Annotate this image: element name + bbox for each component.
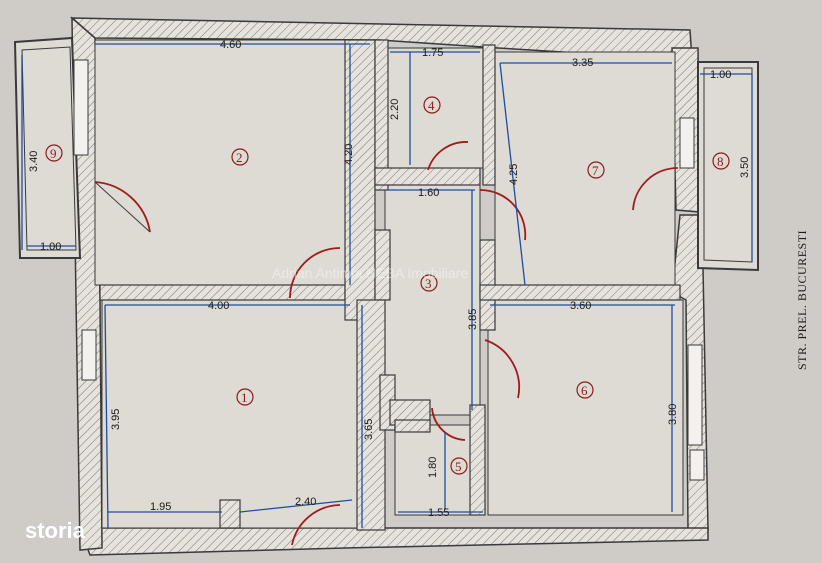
storia-logo: storia xyxy=(25,518,86,543)
dim-room8-width: 1.00 xyxy=(710,69,731,81)
svg-text:2: 2 xyxy=(236,150,243,165)
svg-text:7: 7 xyxy=(592,163,599,178)
svg-text:8: 8 xyxy=(717,154,724,169)
dim-room4-width: 1.75 xyxy=(422,47,443,59)
dim-room8-height: 3.50 xyxy=(739,157,751,178)
svg-text:9: 9 xyxy=(50,146,57,161)
dim-room2-width: 4.60 xyxy=(220,39,241,51)
svg-text:1: 1 xyxy=(241,390,248,405)
dim-room7-width: 3.35 xyxy=(572,57,593,69)
dim-room6-width: 3.60 xyxy=(570,300,591,312)
svg-text:4: 4 xyxy=(428,98,435,113)
dim-room1-bottom-left: 1.95 xyxy=(150,501,171,513)
doors xyxy=(94,141,679,546)
svg-text:3: 3 xyxy=(425,276,432,291)
room-marker-5: 5 xyxy=(450,457,468,475)
room-3-floor xyxy=(384,184,481,416)
room-4-floor xyxy=(387,47,484,169)
dimension-labels: 4.60 4.20 1.75 2.20 3.35 4.25 1.00 3.50 … xyxy=(28,39,751,519)
dim-room1-bottom-right: 2.40 xyxy=(295,496,316,508)
watermark-text: Adrian Antimia HEBA Imobiliare xyxy=(272,265,468,281)
room-marker-1: 1 xyxy=(236,388,254,406)
dim-room3-width: 1.60 xyxy=(418,187,439,199)
room-marker-6: 6 xyxy=(576,381,594,399)
windows xyxy=(73,59,705,481)
dim-room7-height: 4.25 xyxy=(508,164,520,185)
dim-room6-height: 3.80 xyxy=(667,404,679,425)
dim-room3-height: 3.85 xyxy=(467,309,479,330)
room-markers: 1 2 3 4 5 6 7 8 xyxy=(45,96,730,475)
room-floors xyxy=(94,39,684,529)
room-marker-7: 7 xyxy=(587,161,605,179)
dim-room1-inner-height: 3.65 xyxy=(363,419,375,440)
room-marker-3: 3 xyxy=(420,274,438,292)
room-7-floor xyxy=(494,51,676,288)
dim-room9-height: 3.40 xyxy=(28,151,40,172)
room-marker-2: 2 xyxy=(231,148,249,166)
room-marker-8: 8 xyxy=(712,152,730,170)
room-1-floor xyxy=(101,299,358,529)
svg-text:5: 5 xyxy=(455,459,462,474)
balcony-8 xyxy=(697,61,759,272)
dim-room1-height: 3.95 xyxy=(110,409,122,430)
dim-room4-height: 2.20 xyxy=(389,99,401,120)
dim-room1-width: 4.00 xyxy=(208,300,229,312)
street-label: STR. PREL. BUCURESTI xyxy=(795,230,809,370)
dim-room2-height: 4.20 xyxy=(343,144,355,165)
room-6-floor xyxy=(487,299,684,516)
room-marker-9: 9 xyxy=(45,144,63,162)
room-marker-4: 4 xyxy=(423,96,441,114)
dim-room5-height: 1.80 xyxy=(427,457,439,478)
dim-room5-width: 1.55 xyxy=(428,507,449,519)
svg-text:6: 6 xyxy=(581,383,588,398)
dimension-lines xyxy=(21,43,753,529)
dim-room9-width: 1.00 xyxy=(40,241,61,253)
